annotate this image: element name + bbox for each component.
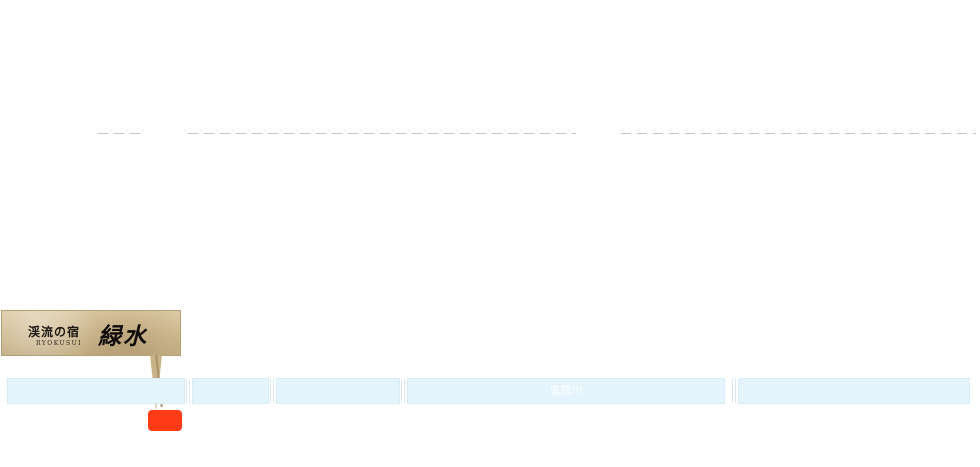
nav-separator bbox=[270, 379, 274, 403]
nav-tab-kinugawa[interactable]: 鬼怒川 bbox=[407, 378, 725, 404]
nav-separator bbox=[186, 379, 190, 403]
red-badge-button[interactable] bbox=[148, 410, 182, 431]
nav-separator bbox=[732, 379, 736, 403]
nav-tab-2[interactable] bbox=[192, 378, 269, 404]
dashed-segment-1 bbox=[98, 133, 142, 134]
main-nav: 鬼怒川 bbox=[7, 378, 970, 404]
nav-tab-3[interactable] bbox=[276, 378, 400, 404]
dashed-segment-3 bbox=[621, 133, 976, 134]
logo-subtitle: 渓流の宿 bbox=[28, 325, 81, 339]
dashed-divider bbox=[0, 133, 980, 135]
nav-tab-5[interactable] bbox=[738, 378, 970, 404]
dashed-segment-2 bbox=[188, 133, 576, 134]
logo-roman-text: RYOKUSUI bbox=[36, 340, 83, 347]
nav-tab-1[interactable] bbox=[7, 378, 185, 404]
nav-separator bbox=[401, 379, 405, 403]
site-logo[interactable]: 渓流の宿 RYOKUSUI 緑水 bbox=[1, 310, 181, 356]
logo-title: 緑水 bbox=[98, 323, 148, 350]
